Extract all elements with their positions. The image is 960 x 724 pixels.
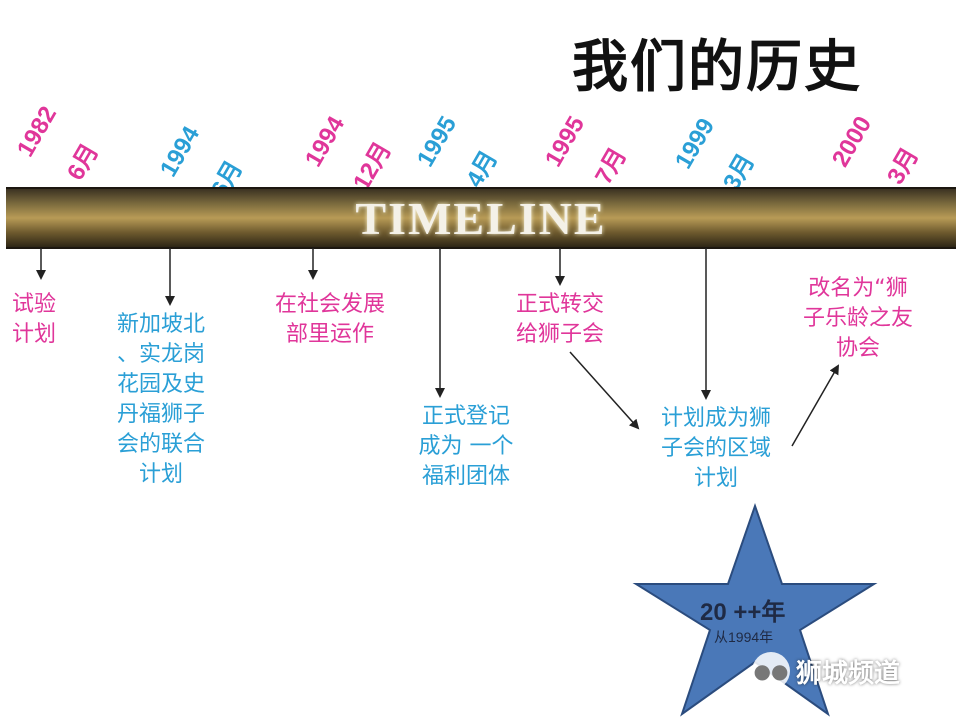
wechat-icon: ●●	[752, 652, 790, 690]
event-4-line: 正式登记	[421, 404, 510, 429]
event-2-line: 丹福狮子	[116, 402, 205, 427]
event-2-line: 、实龙岗	[116, 342, 205, 367]
event-7-line: 协会	[835, 336, 880, 361]
event-2-line: 会的联合	[116, 432, 205, 457]
event-2-line: 计划	[138, 462, 183, 487]
timeline-word: TIMELINE	[355, 192, 607, 244]
event-2-line: 花园及史	[116, 372, 205, 397]
event-6: 计划成为狮 子会的区域 计划	[646, 404, 786, 494]
event-3-line: 部里运作	[285, 322, 374, 347]
event-5-line: 给狮子会	[515, 322, 604, 347]
event-7-line: 改名为“狮	[808, 276, 908, 301]
watermark: ●● 狮城频道	[752, 652, 900, 690]
event-5-line: 正式转交	[515, 292, 604, 317]
page-title: 我们的历史	[572, 34, 862, 100]
event-4-line: 成为 一个	[418, 434, 514, 459]
watermark-text: 狮城频道	[796, 658, 901, 689]
event-7-line: 子乐龄之友	[802, 306, 913, 331]
event-7: 改名为“狮 子乐龄之友 协会	[788, 274, 928, 364]
star-main-text: 20 ++年	[700, 599, 786, 626]
event-3: 在社会发展 部里运作	[260, 290, 400, 350]
event-4-line: 福利团体	[421, 464, 510, 489]
timeline-bar: TIMELINE	[6, 187, 956, 249]
event-3-line: 在社会发展	[274, 292, 385, 317]
event-1: 试验 计划	[12, 290, 56, 350]
arrow-7	[569, 351, 640, 430]
event-1-line: 试验	[12, 292, 57, 317]
event-2: 新加坡北 、实龙岗 花园及史 丹福狮子 会的联合 计划	[106, 310, 216, 490]
event-6-line: 计划成为狮	[660, 406, 771, 431]
event-6-line: 计划	[693, 466, 738, 491]
event-4: 正式登记 成为 一个 福利团体	[408, 402, 524, 492]
event-6-line: 子会的区域	[660, 436, 771, 461]
event-5: 正式转交 给狮子会	[504, 290, 616, 350]
event-2-line: 新加坡北	[116, 312, 205, 337]
arrow-8	[791, 364, 839, 447]
star-sub-text: 从1994年	[714, 629, 774, 645]
event-1-line: 计划	[12, 322, 57, 347]
